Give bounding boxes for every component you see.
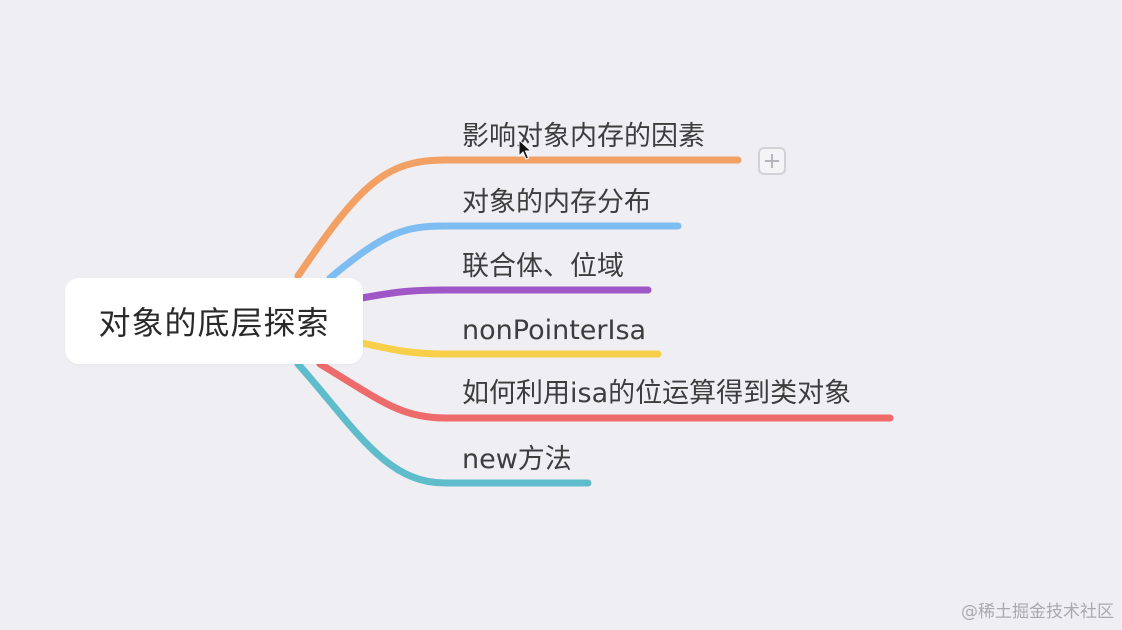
branch-connector-4 xyxy=(358,339,662,358)
root-topic-label: 对象的底层探索 xyxy=(98,304,330,342)
plus-icon xyxy=(765,154,779,168)
branch-connector-2 xyxy=(326,222,682,282)
mouse-pointer-icon xyxy=(518,139,532,160)
watermark: @稀土掘金技术社区 xyxy=(961,602,1114,622)
topic-isa-bit-operation[interactable]: 如何利用isa的位运算得到类对象 xyxy=(462,378,852,409)
branch-connector-5 xyxy=(316,360,894,422)
add-subtopic-button[interactable] xyxy=(758,147,786,175)
root-topic[interactable]: 对象的底层探索 xyxy=(65,278,363,364)
topic-nonpointer-isa[interactable]: nonPointerIsa xyxy=(462,315,647,346)
branch-connector-6 xyxy=(294,360,592,487)
topic-new-method[interactable]: new方法 xyxy=(462,444,572,475)
topic-memory-layout[interactable]: 对象的内存分布 xyxy=(462,187,651,218)
branch-connector-3 xyxy=(358,286,652,302)
topic-union-bitfield[interactable]: 联合体、位域 xyxy=(462,251,624,282)
topic-memory-factors[interactable]: 影响对象内存的因素 xyxy=(462,121,705,152)
branch-connector-1 xyxy=(294,156,742,280)
